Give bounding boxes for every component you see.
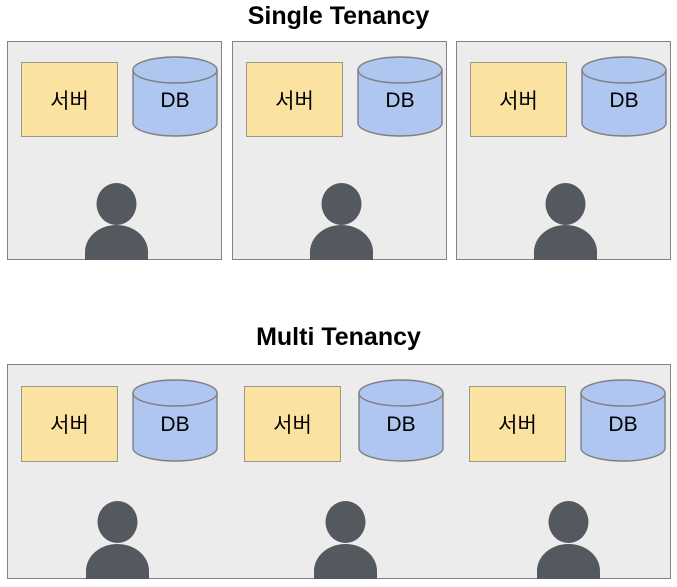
database-cylinder: DB	[580, 379, 666, 462]
person-icon	[534, 500, 603, 579]
person-icon	[307, 182, 376, 260]
database-cylinder: DB	[132, 379, 218, 462]
single-tenancy-title: Single Tenancy	[247, 2, 430, 30]
single-tenant-panel-2: 서버 DB	[232, 41, 447, 260]
single-tenant-panel-1: 서버 DB	[7, 41, 222, 260]
multi-tenancy-title: Multi Tenancy	[256, 323, 421, 351]
person-icon	[83, 500, 152, 579]
database-cylinder: DB	[358, 379, 444, 462]
server-box: 서버	[470, 62, 567, 137]
database-cylinder: DB	[132, 56, 218, 137]
single-tenant-panel-3: 서버 DB	[456, 41, 671, 260]
server-box: 서버	[21, 62, 118, 137]
database-cylinder: DB	[581, 56, 667, 137]
person-icon	[531, 182, 600, 260]
multi-tenant-panel: 서버 DB 서버 DB 서버 DB	[7, 364, 671, 579]
person-icon	[311, 500, 380, 579]
server-box: 서버	[244, 386, 341, 462]
server-box: 서버	[469, 386, 566, 462]
server-box: 서버	[246, 62, 343, 137]
database-cylinder: DB	[357, 56, 443, 137]
server-box: 서버	[21, 386, 118, 462]
person-icon	[82, 182, 151, 260]
